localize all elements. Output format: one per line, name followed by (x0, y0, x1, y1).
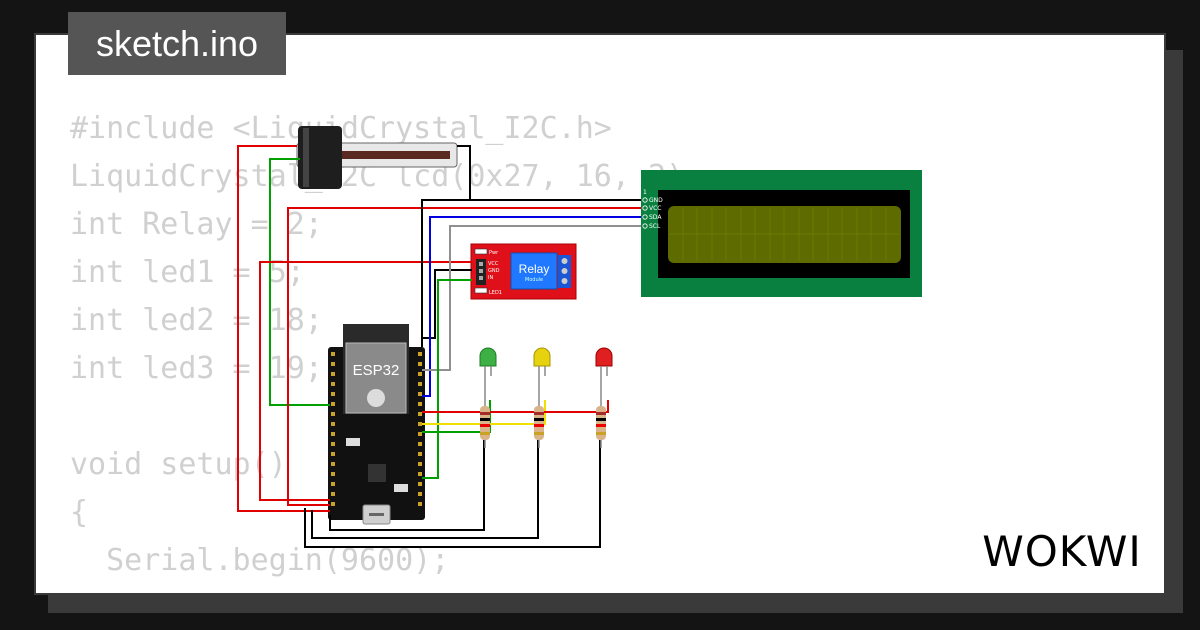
wokwi-logo[interactable]: WOKWI (982, 527, 1142, 576)
esp32-label: ESP32 (353, 362, 400, 379)
relay-pin-gnd: GND (488, 268, 500, 274)
esp32-board[interactable]: ESP32 (328, 324, 425, 525)
wires (237, 145, 641, 548)
slide-potentiometer[interactable] (296, 126, 458, 189)
code-line: int led2 = 18; (70, 303, 323, 338)
power-led (474, 248, 488, 255)
lcd-pin-sda: SDA (649, 214, 662, 221)
lcd-character-grid (670, 208, 899, 261)
relay-pin-in: IN (488, 275, 493, 281)
potentiometer-track (305, 151, 450, 159)
code-line: void setup() (70, 447, 287, 482)
code-line: Serial.begin(9600); (70, 543, 450, 578)
code-line: #include <LiquidCrystal_I2C.h> (70, 111, 612, 146)
code-line: int led3 = 19; (70, 351, 323, 386)
esp32-right-pins (418, 352, 422, 506)
lcd-display[interactable]: 1 GND VCC SDA SCL (641, 170, 922, 297)
led-yellow[interactable] (533, 347, 551, 380)
relay-led-label: LED1 (489, 290, 502, 296)
code-line: int led1 = 5; (70, 255, 305, 290)
resistor-3[interactable] (596, 380, 606, 448)
led-green[interactable] (479, 347, 497, 380)
relay-pin-vcc: VCC (488, 261, 499, 267)
resistor-2[interactable] (534, 380, 544, 448)
lcd-pin-gnd: GND (649, 197, 663, 204)
relay-cube (510, 252, 558, 290)
code-line: { (70, 495, 89, 530)
esp32-usb-chip (368, 464, 386, 482)
led-red[interactable] (595, 347, 613, 380)
esp32-en-button (394, 484, 408, 492)
code-line: int Relay = 2; (70, 207, 323, 242)
resistor-1[interactable] (480, 380, 490, 448)
relay-status-led (474, 287, 488, 294)
relay-module[interactable]: Pwr VCC GND IN LED1 Relay Module (470, 243, 577, 300)
esp32-boot-button (346, 438, 360, 446)
esp32-left-pins (331, 352, 335, 506)
espressif-logo-icon (367, 389, 385, 407)
relay-power-label: Pwr (489, 250, 499, 256)
relay-sublabel: Module (525, 277, 543, 283)
lcd-pin-vcc: VCC (649, 205, 661, 212)
lcd-pin1-label: 1 (643, 189, 647, 196)
file-tab[interactable]: sketch.ino (68, 12, 286, 75)
lcd-pin-scl: SCL (649, 223, 661, 230)
relay-label: Relay (519, 262, 550, 276)
